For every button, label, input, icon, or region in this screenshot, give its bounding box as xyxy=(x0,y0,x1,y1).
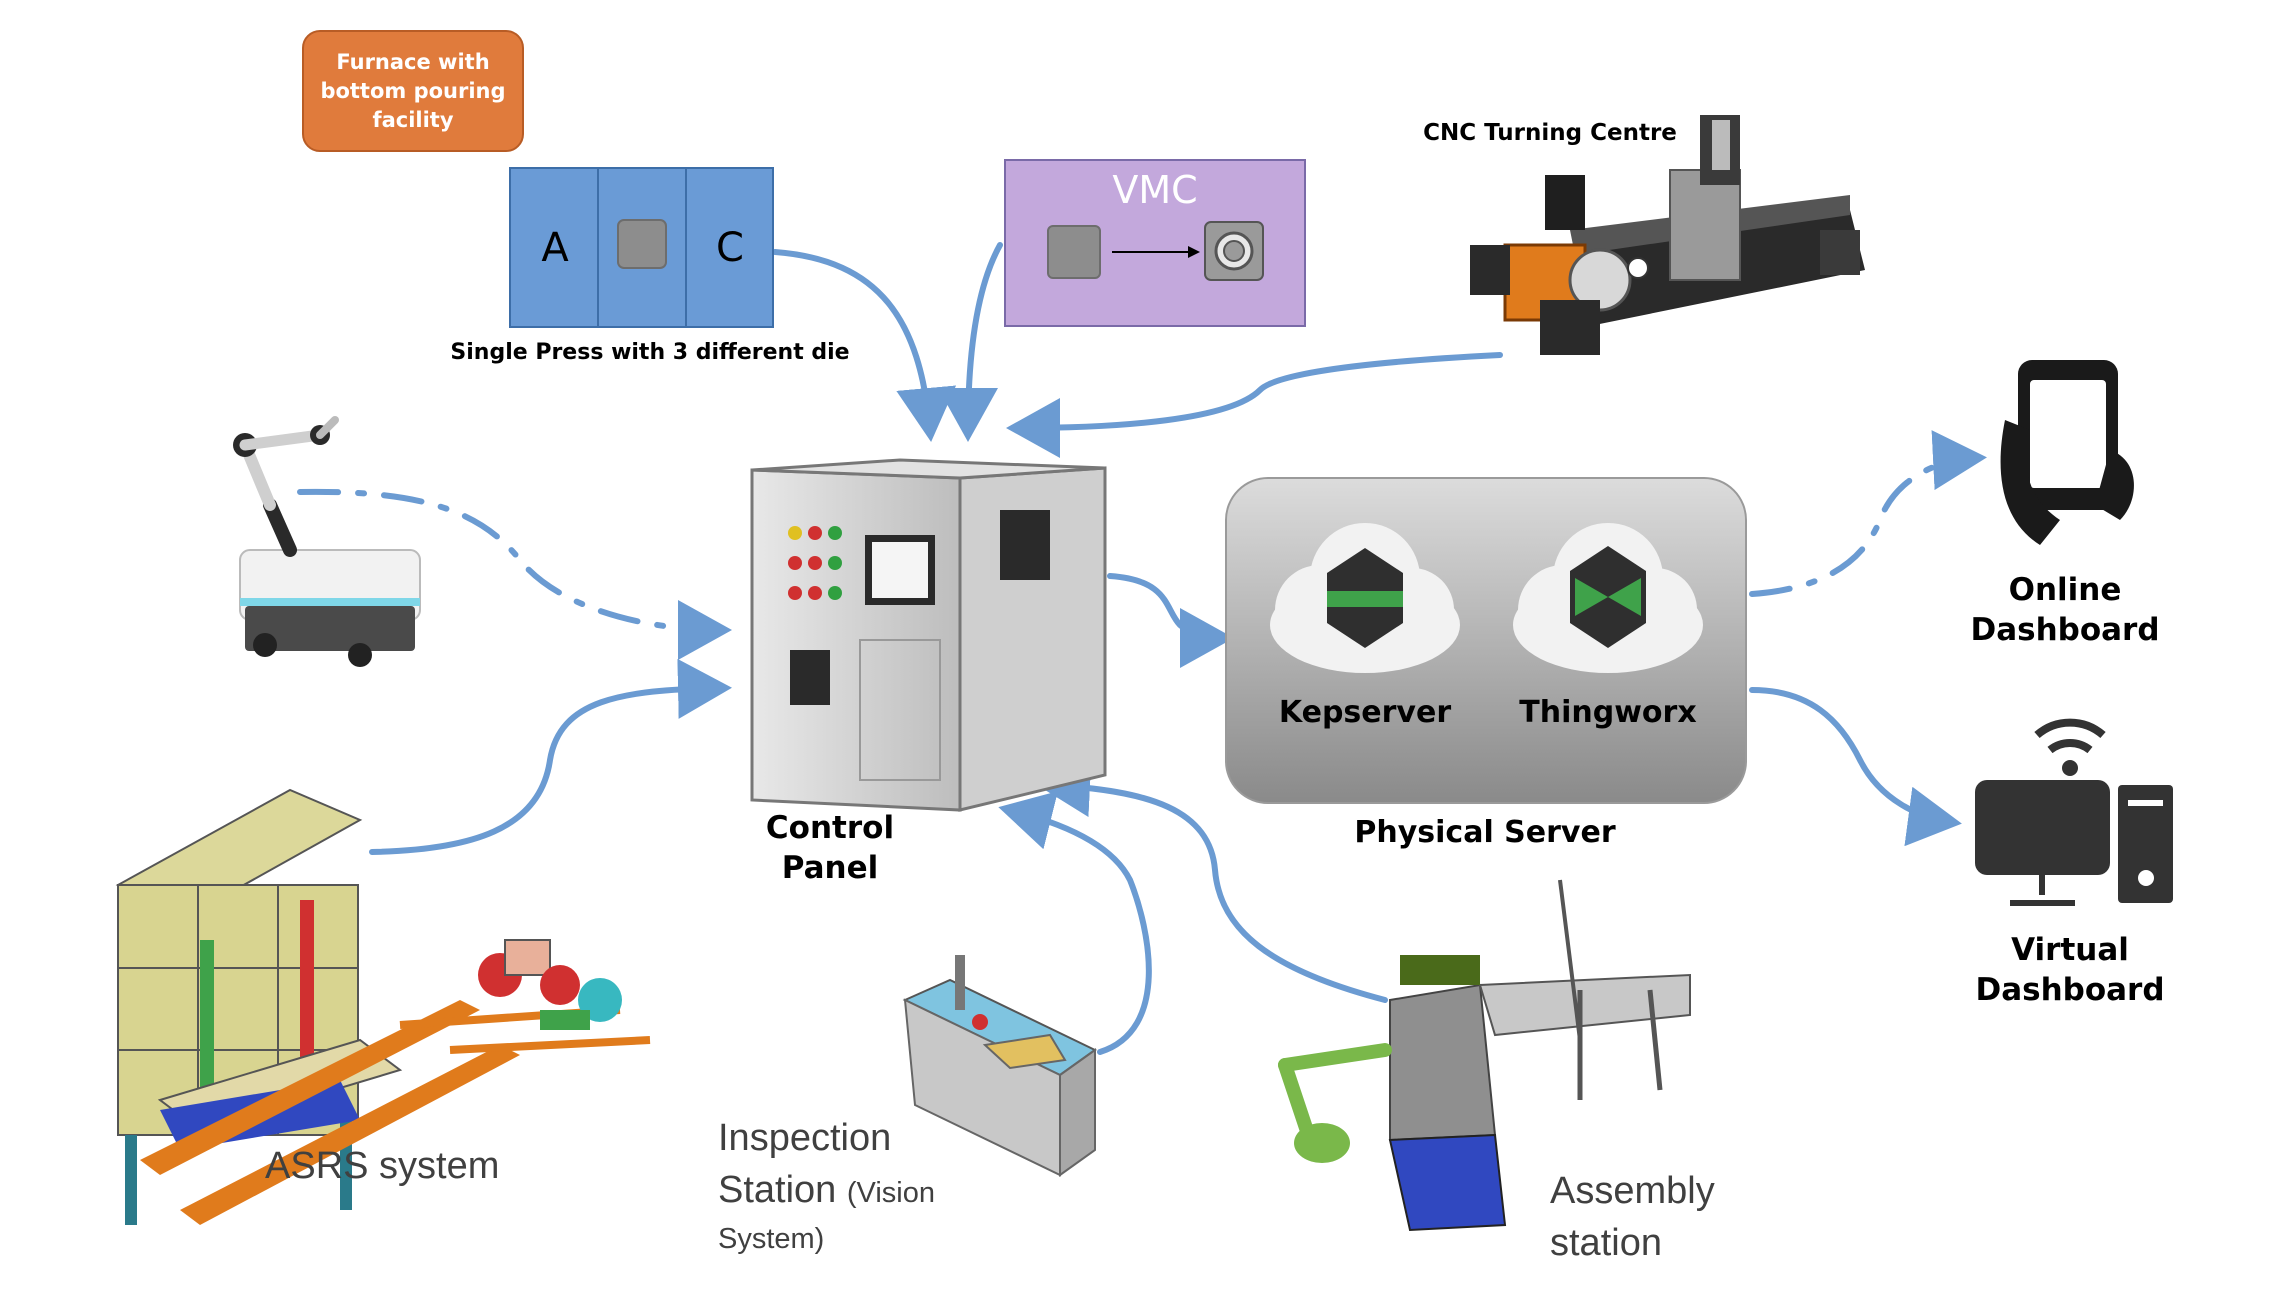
online-dashboard-label: Online Dashboard xyxy=(1960,570,2170,650)
control-panel-cabinet xyxy=(750,458,1107,812)
arrow-asrs-to-panel xyxy=(369,658,732,855)
inspection-line2: Station xyxy=(718,1169,837,1211)
inspection-station-illustration xyxy=(902,955,1097,1177)
virtual-dashboard-line1: Virtual xyxy=(2011,932,2129,968)
furnace-label: Furnace with bottom pouring facility xyxy=(320,49,506,132)
assembly-line2: station xyxy=(1550,1222,1662,1264)
inspection-line1: Inspection xyxy=(718,1117,892,1159)
cnc-machine-illustration xyxy=(1470,115,1865,355)
kepserver-label: Kepserver xyxy=(1278,695,1452,730)
workpiece-raw-square xyxy=(1047,225,1101,279)
arrow-cnc-to-panel xyxy=(1006,352,1503,458)
die-a-label: A xyxy=(541,225,569,271)
physical-server-label: Physical Server xyxy=(1354,815,1616,850)
smartphone-icon xyxy=(2000,360,2134,545)
arrow-vmc-to-panel xyxy=(938,242,1003,442)
arrow-server-to-online xyxy=(1749,430,1987,597)
assembly-label: Assembly station xyxy=(1550,1165,1715,1269)
vmc-block xyxy=(1004,159,1306,327)
assembly-line1: Assembly xyxy=(1550,1170,1715,1212)
control-panel-label-line1: Control xyxy=(765,810,895,846)
arrow-assembly-to-panel xyxy=(1036,757,1388,1003)
thingworx-label: Thingworx xyxy=(1519,695,1697,730)
control-panel-label-line2: Panel xyxy=(781,850,879,886)
inspection-label: Inspection Station (Vision System) xyxy=(718,1112,935,1259)
virtual-dashboard-line2: Dashboard xyxy=(1975,972,2165,1008)
connector-arrows xyxy=(297,242,1987,1055)
online-dashboard-line2: Dashboard xyxy=(1970,612,2160,648)
inspection-line3: System) xyxy=(718,1223,825,1255)
asrs-system-illustration xyxy=(115,788,651,1225)
arrow-server-to-virtual xyxy=(1749,687,1962,847)
desktop-computer-icon xyxy=(1975,718,2173,906)
thingworx-cloud-icon xyxy=(1513,523,1703,673)
furnace-box: Furnace with bottom pouring facility xyxy=(302,30,524,152)
arrow-press-to-panel xyxy=(772,249,957,442)
assembly-station-illustration xyxy=(1278,879,1691,1232)
press-label: Single Press with 3 different die xyxy=(450,340,850,365)
vmc-label: VMC xyxy=(1112,168,1198,212)
arrow-panel-to-server xyxy=(1107,573,1234,668)
control-panel-label: Control Panel xyxy=(740,808,920,888)
virtual-dashboard-label: Virtual Dashboard xyxy=(1965,930,2175,1010)
mobile-robot-illustration xyxy=(233,416,421,667)
arrow-inspection-to-panel xyxy=(998,791,1152,1055)
press-die-block xyxy=(509,167,774,328)
arrow-robot-to-panel xyxy=(297,488,732,660)
kepserver-cloud-icon xyxy=(1270,523,1460,673)
die-b-square xyxy=(617,219,667,269)
online-dashboard-line1: Online xyxy=(2008,572,2122,608)
inspection-line2-suffix: (Vision xyxy=(846,1177,935,1209)
asrs-label: ASRS system xyxy=(265,1145,500,1187)
die-c-label: C xyxy=(716,225,744,271)
cnc-label: CNC Turning Centre xyxy=(1423,120,1677,146)
physical-server-block xyxy=(1225,477,1747,804)
